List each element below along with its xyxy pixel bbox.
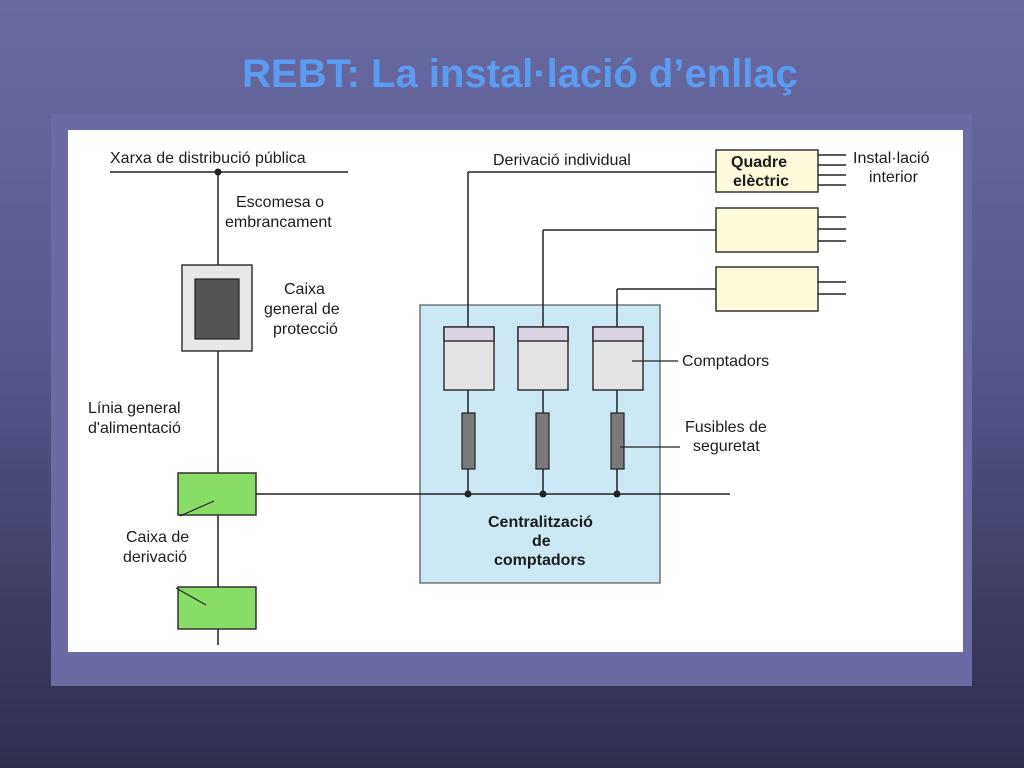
electrical-panel-label: Quadre elèctric <box>731 154 791 190</box>
general-protection-box-core <box>194 278 240 340</box>
network-label: Xarxa de distribució pública <box>110 150 306 167</box>
centralization-label: Centralització de comptadors <box>488 514 597 569</box>
diagram-panel: Xarxa de distribució pública Escomesa o … <box>68 130 963 652</box>
fuse-3 <box>610 412 625 470</box>
meters-label: Comptadors <box>682 353 769 370</box>
branch-box-pointer-upper <box>179 500 215 517</box>
feeder-line-label: Línia general d'alimentació <box>88 400 185 437</box>
bus-tap-3 <box>613 490 621 498</box>
interior-circuits-2 <box>818 216 846 242</box>
fuse-2 <box>535 412 550 470</box>
individual-branch-label: Derivació individual <box>493 152 631 169</box>
bus-tap-2 <box>539 490 547 498</box>
interior-circuits-1 <box>818 154 846 186</box>
meter-2-header <box>517 326 569 342</box>
slide-title: REBT: La instal·lació d’enllaç <box>242 52 798 96</box>
fuse-1 <box>461 412 476 470</box>
interior-circuits-3 <box>818 281 846 295</box>
electrical-panel-2 <box>715 207 819 253</box>
general-protection-label: Caixa general de protecció <box>264 281 344 338</box>
bus-tap-1 <box>464 490 472 498</box>
meter-1-header <box>443 326 495 342</box>
branch-box-upper <box>177 472 257 516</box>
electrical-panel-3 <box>715 266 819 312</box>
branch-box-label: Caixa de derivació <box>123 529 194 566</box>
branch-box-lower <box>177 586 257 630</box>
interior-installation-label: Instal·lació interior <box>853 150 934 186</box>
meter-3-header <box>592 326 644 342</box>
electrical-panel-1 <box>715 149 819 193</box>
service-line-label: Escomesa o embrancament <box>225 194 332 231</box>
fuses-label: Fusibles de seguretat <box>685 419 771 455</box>
branch-box-pointer-lower <box>175 587 207 606</box>
installation-diagram: Xarxa de distribució pública Escomesa o … <box>88 149 934 645</box>
